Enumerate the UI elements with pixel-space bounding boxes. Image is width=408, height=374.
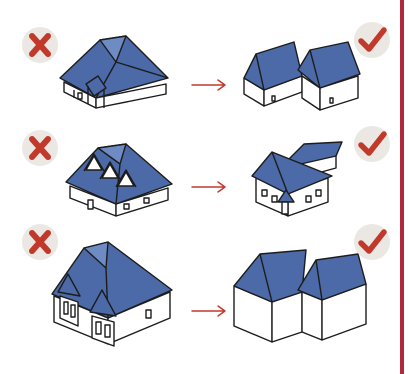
l-shaped-gabled-block bbox=[232, 246, 372, 346]
wide-hipped-roof-bungalow bbox=[56, 32, 176, 120]
linked-gable-cottages bbox=[242, 40, 364, 120]
check-mark-icon bbox=[352, 124, 392, 164]
hipped-roof-with-bay-windows bbox=[50, 238, 174, 350]
arrow-icon bbox=[190, 304, 230, 318]
right-border-rule bbox=[400, 0, 404, 374]
arrow-icon bbox=[190, 78, 230, 92]
x-mark-icon bbox=[20, 25, 60, 65]
arrow-icon bbox=[190, 180, 230, 194]
x-mark-icon bbox=[20, 128, 60, 168]
gabled-house-with-porch bbox=[248, 140, 344, 224]
check-mark-icon bbox=[352, 20, 392, 60]
hipped-roof-with-dormers bbox=[64, 140, 176, 224]
check-mark-icon bbox=[352, 222, 392, 262]
